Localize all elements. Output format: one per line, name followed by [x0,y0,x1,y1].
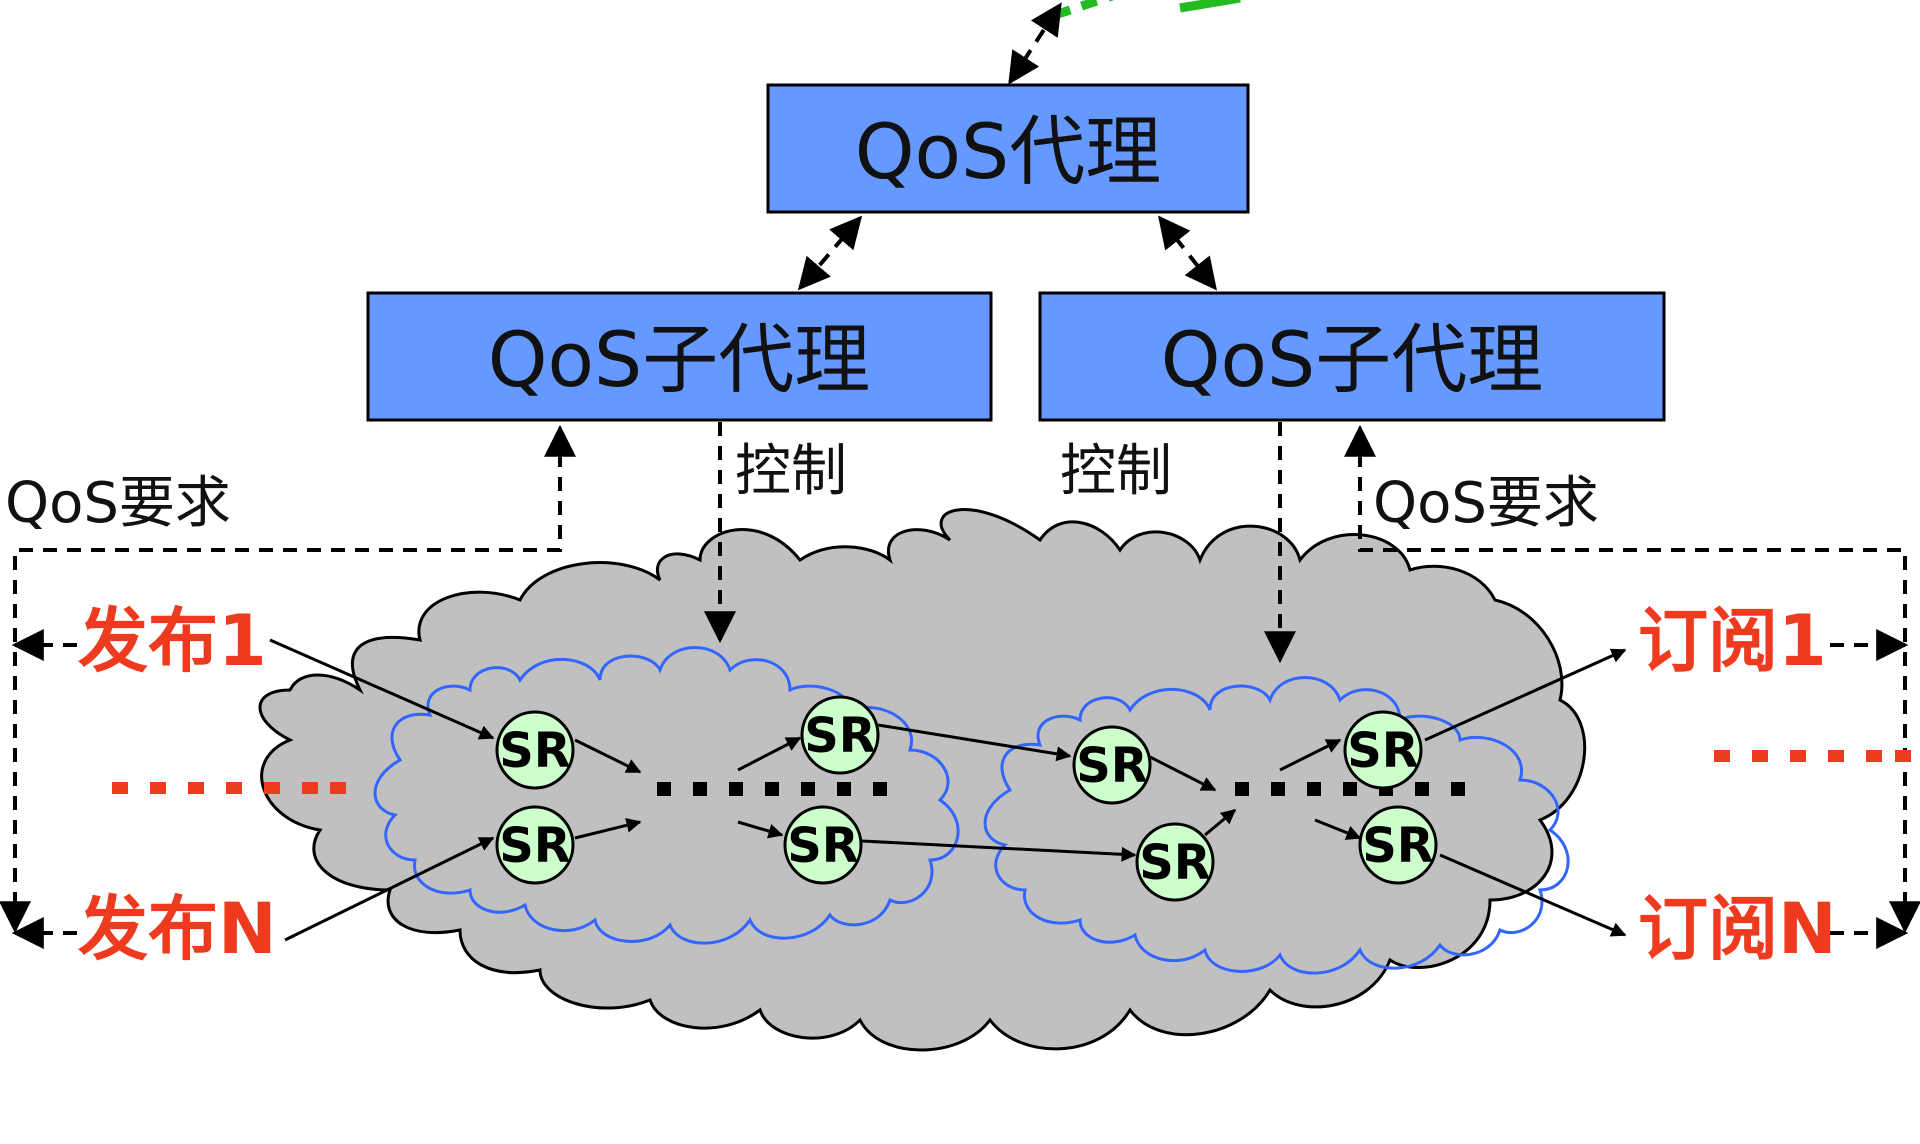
subscribe-1-label: 订阅1 [1638,600,1827,682]
top-green-arrow [1053,0,1115,20]
subscribe-n-label: 订阅N [1638,888,1837,970]
pubn-to-sr2 [284,836,495,942]
sr1-out [574,738,642,774]
qos-sub-agent-left-box[interactable] [366,291,993,422]
pub1-to-sr1 [269,638,495,740]
sr-node-label: SR [804,708,876,764]
sr7-to-sub1 [1424,648,1627,742]
qos-agent-label: QoS代理 [855,107,1162,196]
sr-node-label: SR [1347,723,1419,779]
qos-sub-agent-right-label: QoS子代理 [1161,315,1544,404]
control-left-label: 控制 [735,439,847,504]
sr-node-label: SR [1139,835,1211,891]
arrow-agent-to-left-sub [797,215,863,291]
sr-node[interactable]: SR [783,805,863,885]
sr-node[interactable]: SR [495,710,575,790]
qos-sub-agent-left-label: QoS子代理 [488,315,871,404]
sr-node-label: SR [499,723,571,779]
qos-req-left-path [0,424,576,934]
sr-node-label: SR [499,818,571,874]
sr-node[interactable]: SR [1358,805,1438,885]
sr6-out [1204,808,1237,837]
right-ellipsis-dots [1714,750,1911,762]
sr3-to-sr5 [877,723,1072,762]
to-sr7 [1279,738,1342,772]
to-sr3 [737,736,802,772]
sr-node[interactable]: SR [495,805,575,885]
arrow-top-up [1008,2,1062,85]
sr-node[interactable]: SR [1135,822,1215,902]
top-green-arrow-2 [1179,0,1241,13]
publish-1-label: 发布1 [78,600,267,682]
qos-agent-box[interactable] [766,83,1250,214]
sr4-to-sr6 [861,839,1137,862]
qos-sub-agent-right-box[interactable] [1038,291,1666,422]
left-ellipsis-dots [112,782,346,794]
control-right-label: 控制 [1060,439,1172,504]
qos-req-right-label: QoS要求 [1373,471,1599,536]
qos-req-left-label: QoS要求 [5,471,231,536]
sr-node-label: SR [787,818,859,874]
to-sr8 [1314,818,1362,840]
publish-n-label: 发布N [78,888,277,970]
to-sr4 [737,820,784,839]
sr-node-label: SR [1362,818,1434,874]
sr-node[interactable]: SR [1072,725,1152,805]
sr-node[interactable]: SR [1343,710,1423,790]
sr-node-label: SR [1076,738,1148,794]
arrow-agent-to-right-sub [1158,215,1217,291]
center-ellipsis-dots [657,782,1465,796]
sr2-out [574,817,642,840]
sr-node[interactable]: SR [800,695,880,775]
qos-req-right-path [1344,424,1920,934]
sr5-out [1149,755,1217,792]
sr8-to-subn [1439,853,1627,937]
